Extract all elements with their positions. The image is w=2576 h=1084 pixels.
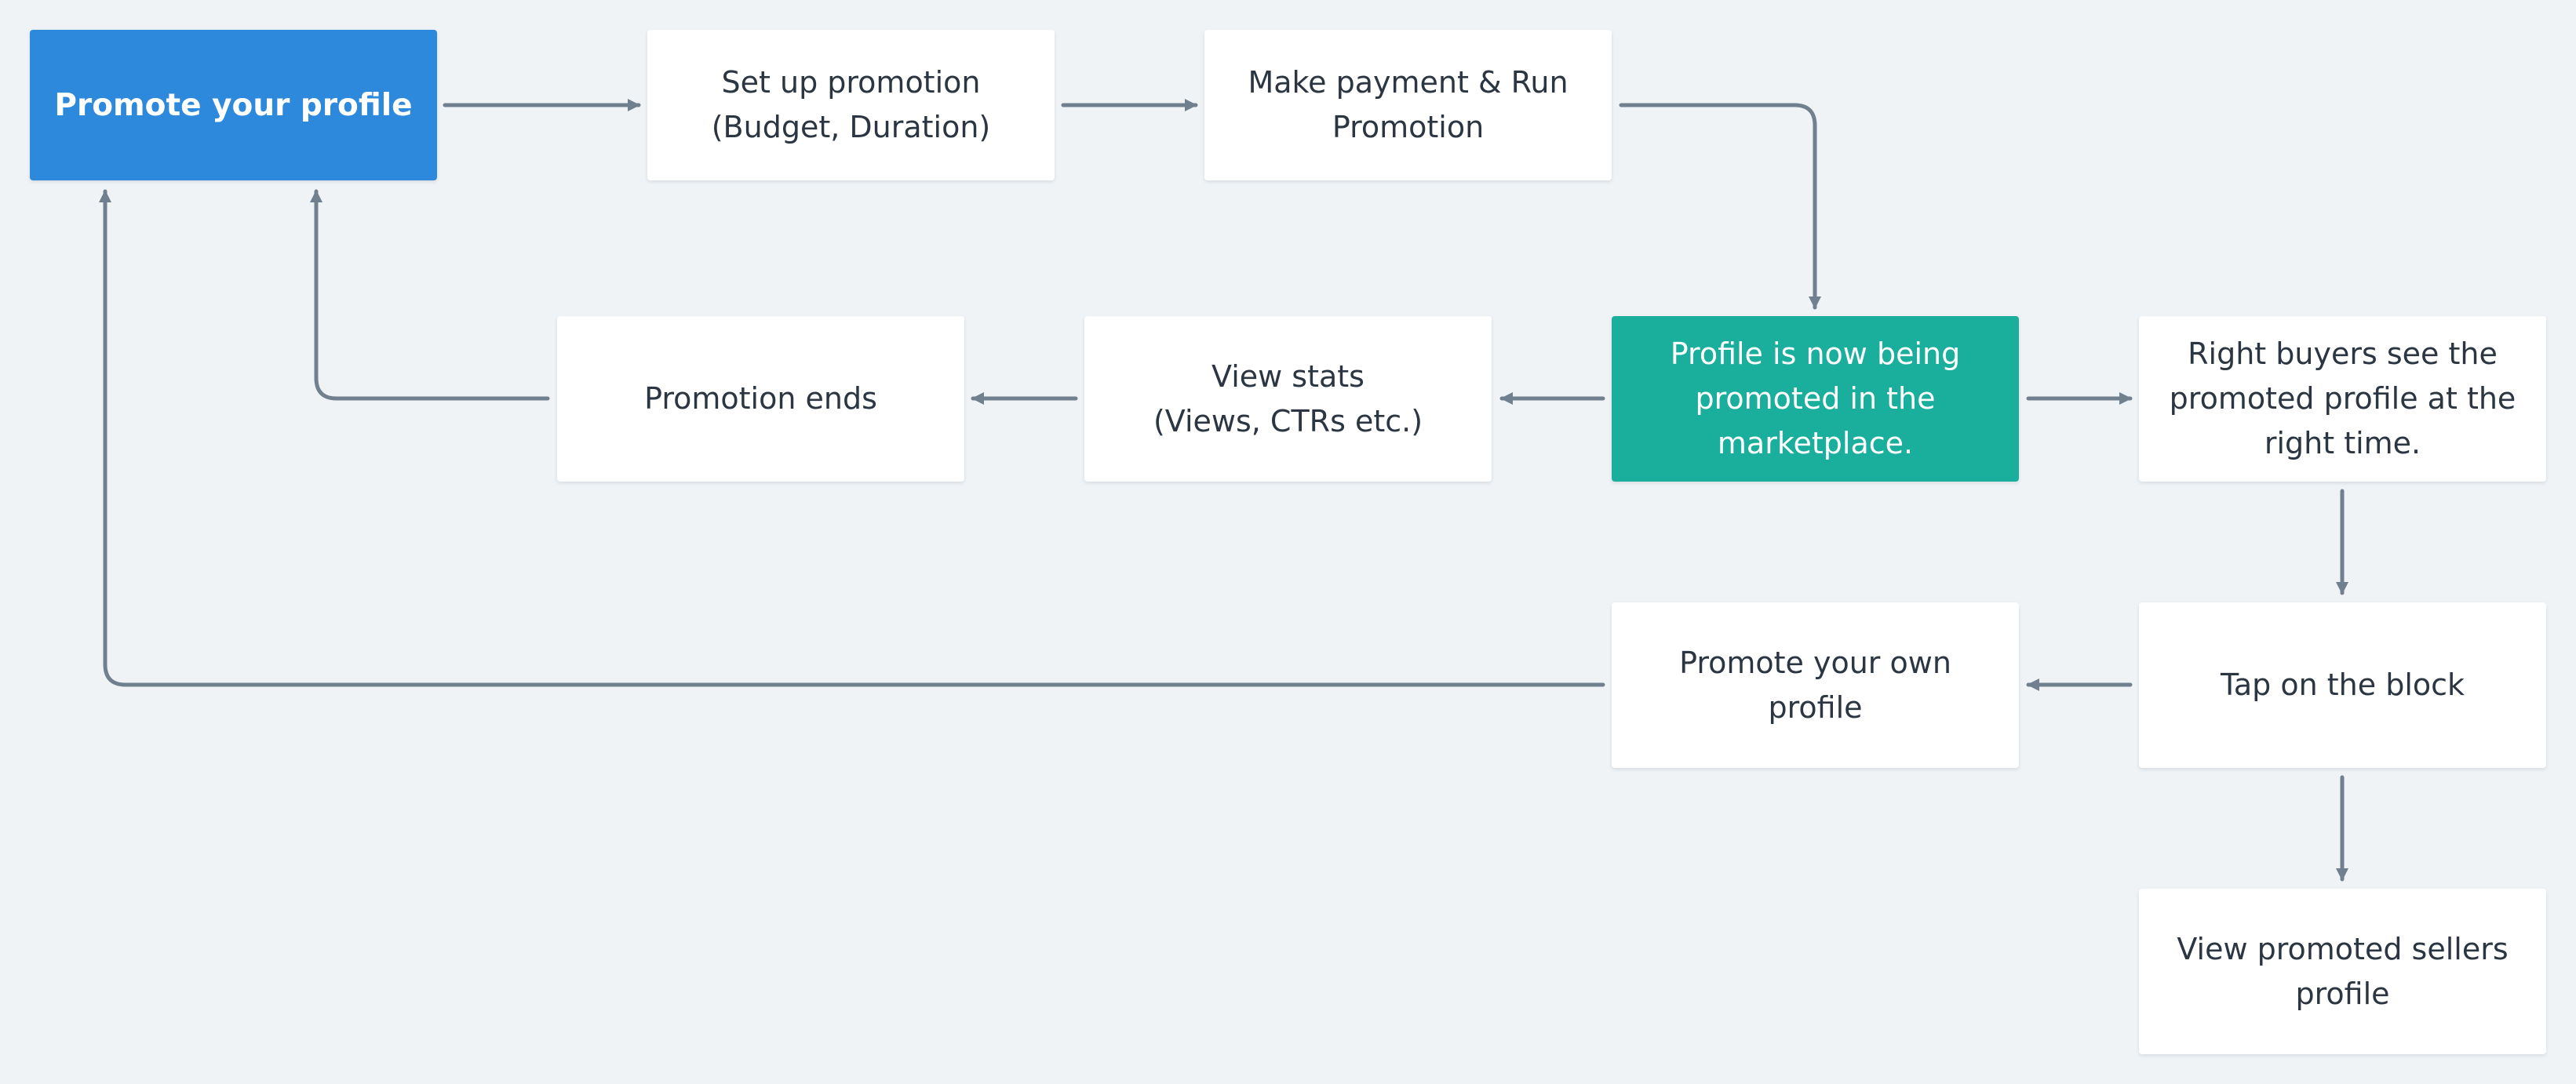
connector-own-to-promote: [99, 189, 1605, 687]
node-label: Promote your own profile: [1679, 645, 1951, 725]
node-label: Make payment & Run Promotion: [1248, 65, 1569, 144]
node-make-payment[interactable]: Make payment & Run Promotion: [1204, 30, 1612, 180]
connector-payment-to-promoted: [1619, 103, 1821, 310]
node-tap-on-block[interactable]: Tap on the block: [2139, 602, 2546, 768]
node-label: Set up promotion (Budget, Duration): [711, 65, 991, 144]
node-label: Promotion ends: [644, 381, 877, 416]
node-promote-own-profile[interactable]: Promote your own profile: [1612, 602, 2019, 768]
node-view-promoted-sellers[interactable]: View promoted sellers profile: [2139, 889, 2546, 1054]
node-view-stats[interactable]: View stats (Views, CTRs etc.): [1084, 316, 1492, 482]
node-label: View stats (Views, CTRs etc.): [1153, 358, 1423, 438]
node-set-up-promotion[interactable]: Set up promotion (Budget, Duration): [647, 30, 1055, 180]
connector-ends-to-promote: [310, 189, 550, 401]
node-promote-your-profile[interactable]: Promote your profile: [30, 30, 437, 180]
node-right-buyers[interactable]: Right buyers see the promoted profile at…: [2139, 316, 2546, 482]
node-label: Right buyers see the promoted profile at…: [2169, 336, 2516, 460]
node-promotion-ends[interactable]: Promotion ends: [557, 316, 964, 482]
node-label: Profile is now being promoted in the mar…: [1670, 336, 1961, 460]
node-label: Tap on the block: [2220, 667, 2465, 702]
node-label: View promoted sellers profile: [2177, 931, 2509, 1011]
node-profile-promoted[interactable]: Profile is now being promoted in the mar…: [1612, 316, 2019, 482]
node-label: Promote your profile: [54, 87, 413, 123]
